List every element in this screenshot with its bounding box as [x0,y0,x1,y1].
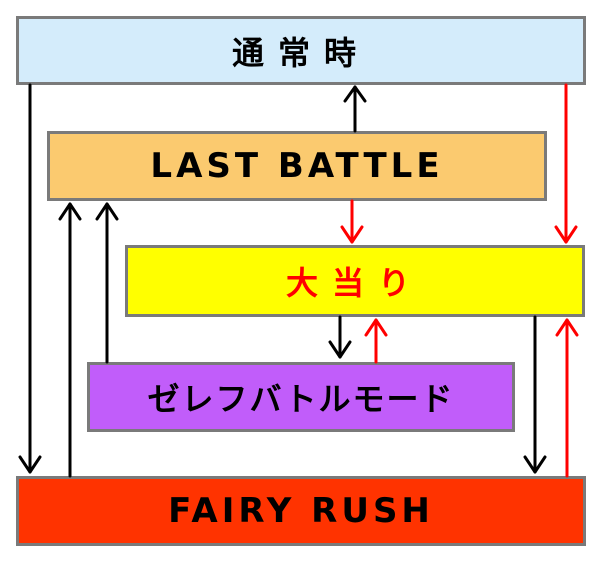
state-label-zerefu-battle-mode: ゼレフバトルモード [147,380,455,418]
state-label-fairy-rush: FAIRY RUSH [168,491,434,531]
arrow-fairy-rush-to-last-battle [58,202,82,478]
state-label-last-battle: LAST BATTLE [150,146,444,186]
arrow-jackpot-to-zerefu-mode [328,315,352,359]
state-box-jackpot: 大当り [125,245,585,317]
arrow-fairy-rush-to-jackpot [555,318,579,478]
arrow-last-battle-to-normal [343,85,367,133]
state-box-zerefu-battle-mode: ゼレフバトルモード [87,362,515,432]
state-label-normal: 通常時 [231,33,370,72]
state-box-last-battle: LAST BATTLE [47,131,547,201]
arrow-jackpot-to-fairy-rush [523,315,547,474]
arrow-last-battle-to-jackpot [340,199,364,244]
state-label-jackpot: 大当り [285,264,424,302]
arrow-zerefu-mode-to-jackpot [364,318,388,364]
arrow-zerefu-mode-to-last-battle [95,202,119,364]
state-box-normal: 通常時 [16,16,586,85]
state-box-fairy-rush: FAIRY RUSH [16,476,586,546]
arrow-normal-to-fairy-rush [18,83,42,474]
arrow-normal-to-jackpot [554,83,578,244]
